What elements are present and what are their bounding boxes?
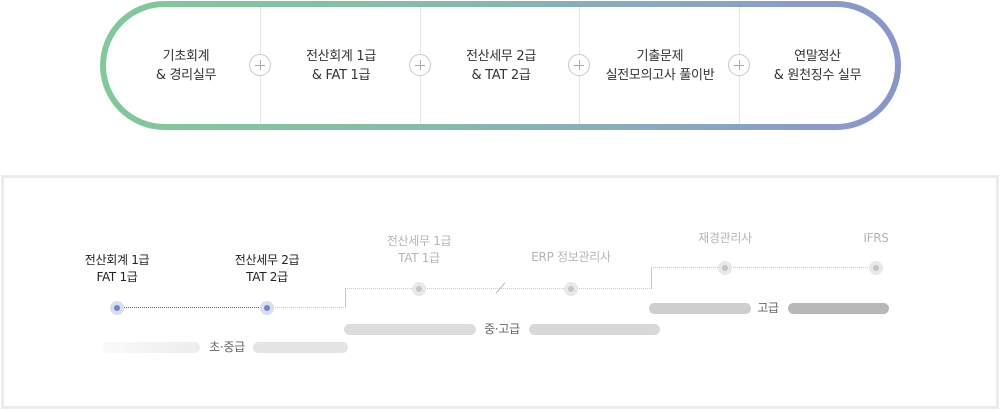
- course-subtitle: & FAT 1급: [311, 67, 371, 83]
- course-title: 기출문제: [636, 48, 684, 64]
- roadmap-connector: [651, 267, 652, 289]
- level-bar-expert: [649, 303, 751, 314]
- roadmap-connector: [268, 307, 346, 308]
- level-label-advanced: 중·고급: [484, 322, 520, 336]
- level-label-beginner: 초·중급: [209, 340, 245, 354]
- plus-icon: [409, 54, 431, 76]
- roadmap-dot: [869, 261, 883, 275]
- level-bar-beginner: [253, 342, 348, 353]
- plus-icon: [728, 54, 750, 76]
- roadmap-dot-active: [110, 301, 124, 315]
- course-subtitle: & TAT 2급: [471, 67, 531, 83]
- level-bar-advanced: [529, 324, 660, 335]
- course-title: 기초회계: [162, 48, 210, 64]
- course-pill: 기초회계 & 경리실무 전산회계 1급 & FAT 1급 전산세무 2급 & T…: [100, 1, 901, 130]
- course-computerized-accounting[interactable]: 전산회계 1급 & FAT 1급: [261, 7, 421, 124]
- roadmap-dot: [412, 282, 426, 296]
- roadmap-step-label: 전산세무 2급 TAT 2급: [234, 253, 300, 284]
- course-title: 연말정산: [794, 48, 841, 64]
- course-title: 전산회계 1급: [305, 48, 377, 64]
- roadmap-step-label: 전산회계 1급 FAT 1급: [84, 253, 150, 284]
- certification-roadmap: 전산회계 1급 FAT 1급 전산세무 2급 TAT 2급 전산세무 1급 TA…: [1, 175, 999, 409]
- level-bar-advanced: [344, 324, 476, 335]
- plus-icon: [249, 54, 271, 76]
- level-bar-beginner: [102, 342, 200, 353]
- roadmap-step-label: IFRS: [863, 231, 889, 245]
- course-year-end-settlement[interactable]: 연말정산 & 원천징수 실무: [740, 7, 895, 124]
- course-subtitle: 실전모의고사 풀이반: [605, 67, 715, 83]
- roadmap-step-label: ERP 정보관리사: [531, 250, 611, 264]
- roadmap-connector: [117, 307, 269, 308]
- roadmap-step-label: 재경관리사: [698, 231, 752, 245]
- course-past-exams[interactable]: 기출문제 실전모의고사 풀이반: [580, 7, 740, 124]
- level-bar-expert: [788, 303, 889, 314]
- roadmap-dot: [718, 261, 732, 275]
- roadmap-connector: [651, 267, 876, 268]
- course-subtitle: & 원천징수 실무: [773, 67, 862, 83]
- course-subtitle: & 경리실무: [155, 67, 217, 83]
- roadmap-connector: [345, 288, 346, 308]
- roadmap-dot-active: [260, 301, 274, 315]
- plus-icon: [568, 54, 590, 76]
- level-label-expert: 고급: [757, 301, 779, 315]
- roadmap-step-label: 전산세무 1급 TAT 1급: [386, 234, 452, 265]
- course-title: 전산세무 2급: [465, 48, 537, 64]
- course-computerized-tax[interactable]: 전산세무 2급 & TAT 2급: [421, 7, 581, 124]
- course-basic-accounting[interactable]: 기초회계 & 경리실무: [106, 7, 266, 124]
- roadmap-dot: [564, 282, 578, 296]
- course-pill-inner: 기초회계 & 경리실무 전산회계 1급 & FAT 1급 전산세무 2급 & T…: [106, 7, 895, 124]
